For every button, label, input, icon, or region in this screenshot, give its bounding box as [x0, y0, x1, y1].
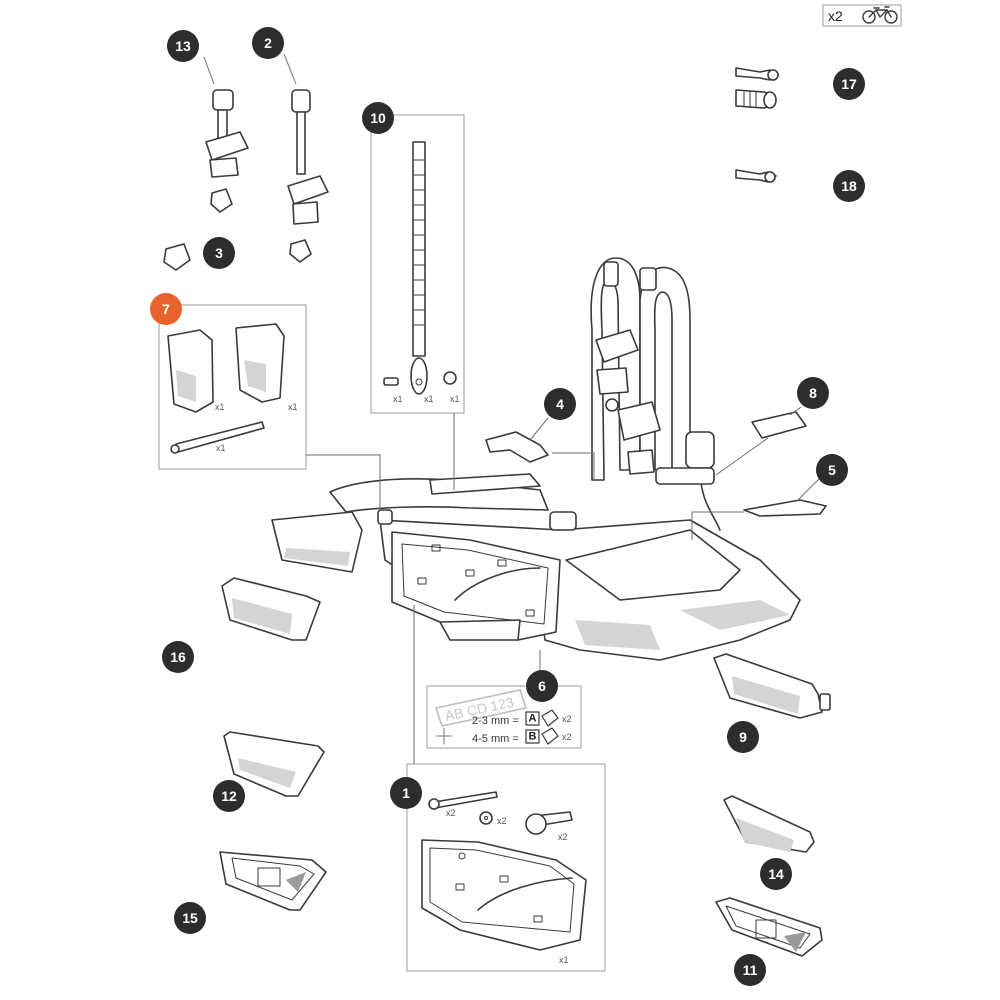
part-8-lamp-holder [715, 406, 807, 476]
part-6-group: AB CD 123 2-3 mm = A x2 4-5 mm = B x2 [426, 650, 582, 749]
clamp-arm [595, 261, 661, 475]
callout-16: 16 [162, 641, 194, 673]
svg-text:13: 13 [175, 38, 191, 54]
part-18-key [735, 169, 777, 183]
quantity-label: x2 [828, 8, 843, 24]
row-a-letter: A [529, 713, 537, 725]
qty-label: x2 [497, 816, 507, 826]
part-5-cover [691, 477, 827, 540]
part-16-housing [221, 577, 321, 641]
part-11-frame [715, 897, 823, 957]
qty-label: x2 [562, 714, 572, 724]
svg-text:3: 3 [215, 245, 223, 261]
svg-text:7: 7 [162, 301, 170, 317]
callout-7: 7 [150, 293, 182, 325]
qty-label: x2 [558, 832, 568, 842]
callout-6: 6 [526, 670, 558, 702]
callout-3: 3 [203, 237, 235, 269]
callout-4: 4 [544, 388, 576, 420]
qty-label: x1 [393, 394, 403, 404]
bicycle-icon [862, 6, 898, 24]
svg-text:8: 8 [809, 385, 817, 401]
callout-13: 13 [167, 30, 199, 62]
part-1-group: x2 x2 x2 x1 [406, 605, 606, 972]
row-b-letter: B [529, 731, 537, 743]
qty-label: x1 [215, 402, 225, 412]
part-12-cover [223, 731, 325, 797]
row-a-mm: 2-3 mm = [472, 715, 519, 727]
callout-5: 5 [816, 454, 848, 486]
callout-9: 9 [727, 721, 759, 753]
svg-text:12: 12 [221, 788, 237, 804]
callout-17: 17 [833, 68, 865, 100]
part-13-clamp [203, 56, 249, 213]
qty-label: x1 [216, 443, 226, 453]
svg-text:10: 10 [370, 110, 386, 126]
callout-1: 1 [390, 777, 422, 809]
callout-2: 2 [252, 27, 284, 59]
svg-text:11: 11 [743, 962, 758, 978]
svg-text:16: 16 [170, 649, 186, 665]
callout-14: 14 [760, 858, 792, 890]
svg-text:17: 17 [841, 76, 857, 92]
callout-12: 12 [213, 780, 245, 812]
part-14-cover [723, 795, 815, 853]
qty-label: x2 [446, 808, 456, 818]
part-7-group: x1 x1 x1 [158, 304, 381, 510]
row-b-mm: 4-5 mm = [472, 733, 519, 745]
part-15-frame [219, 851, 327, 911]
qty-label: x1 [450, 394, 460, 404]
qty-label: x1 [559, 955, 569, 965]
svg-text:6: 6 [538, 678, 546, 694]
part-4-bracket [485, 417, 595, 480]
part-2-clamp [283, 53, 329, 263]
svg-text:2: 2 [264, 35, 272, 51]
svg-text:15: 15 [182, 910, 198, 926]
callout-18: 18 [833, 170, 865, 202]
qty-label: x2 [562, 732, 572, 742]
quantity-header: x2 [822, 4, 902, 27]
svg-text:14: 14 [768, 866, 784, 882]
svg-text:4: 4 [556, 396, 564, 412]
svg-text:1: 1 [402, 785, 410, 801]
part-17-lock-set [735, 67, 779, 109]
svg-text:18: 18 [841, 178, 857, 194]
svg-text:9: 9 [739, 729, 747, 745]
qty-label: x1 [288, 402, 298, 412]
qty-label: x1 [424, 394, 434, 404]
callout-8: 8 [797, 377, 829, 409]
svg-text:5: 5 [828, 462, 836, 478]
callout-11: 11 [734, 954, 766, 986]
callout-10: 10 [362, 102, 394, 134]
callout-15: 15 [174, 902, 206, 934]
main-assembly [271, 257, 801, 661]
part-3-cap [163, 243, 191, 271]
part-10-group: x1 x1 x1 [370, 114, 465, 490]
part-9-housing [713, 653, 831, 719]
